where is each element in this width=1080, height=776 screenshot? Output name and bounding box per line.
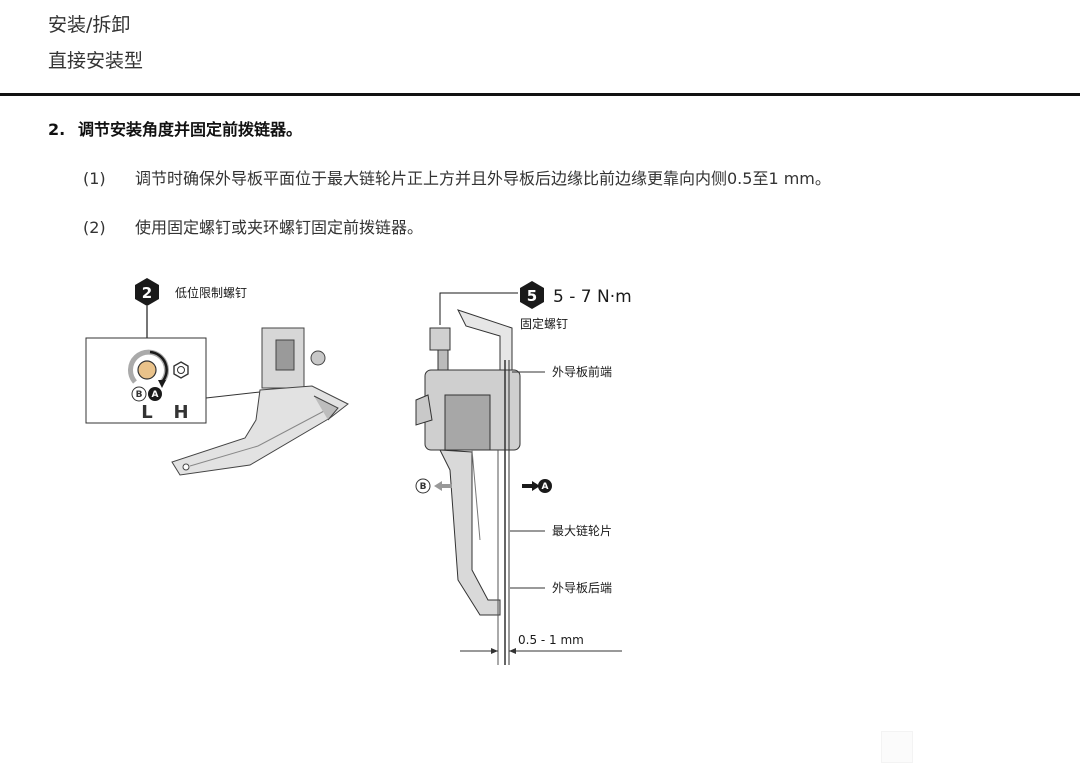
gap-dimension-label: 0.5 - 1 mm bbox=[518, 633, 584, 647]
direction-marker-b: B bbox=[420, 482, 427, 492]
marker-b: B bbox=[136, 390, 143, 400]
low-label: L bbox=[141, 402, 152, 423]
section-title: 安装/拆卸 bbox=[48, 14, 131, 36]
step-number: 2. bbox=[48, 120, 66, 139]
low-limit-screw-label: 低位限制螺钉 bbox=[175, 285, 247, 300]
outer-plate-front-label: 外导板前端 bbox=[552, 364, 612, 379]
substep-2: (2) 使用固定螺钉或夹环螺钉固定前拨链器。 bbox=[83, 214, 423, 238]
low-screw-icon bbox=[137, 360, 157, 380]
substep-number: (1) bbox=[83, 169, 106, 188]
torque-badge-number: 5 bbox=[527, 287, 537, 305]
arrow-right-icon bbox=[522, 481, 540, 491]
front-derailleur-side-view bbox=[415, 309, 521, 665]
arrow-left-icon bbox=[434, 481, 452, 491]
substep-number: (2) bbox=[83, 218, 106, 237]
substep-text: 使用固定螺钉或夹环螺钉固定前拨链器。 bbox=[135, 218, 424, 237]
torque-value: 5 - 7 N·m bbox=[553, 287, 632, 307]
outer-plate-rear-label: 外导板后端 bbox=[552, 581, 612, 595]
direction-marker-a: A bbox=[542, 482, 549, 492]
section-subtitle: 直接安装型 bbox=[48, 50, 144, 72]
fixing-screw-label: 固定螺钉 bbox=[520, 316, 568, 331]
step-badge-number: 2 bbox=[142, 284, 152, 302]
high-label: H bbox=[173, 402, 188, 423]
torque-badge-hexagon bbox=[520, 281, 544, 309]
alignment-figure: 5 5 - 7 N·m 固定螺钉 外导板前端 最大链轮片 外导板后端 B A 0… bbox=[415, 281, 632, 665]
high-screw-icon bbox=[173, 361, 189, 379]
largest-chainring-label: 最大链轮片 bbox=[552, 523, 612, 538]
low-limit-screw-figure: 2 低位限制螺钉 B A L H bbox=[85, 278, 349, 476]
watermark-icon bbox=[881, 731, 913, 763]
substep-text: 调节时确保外导板平面位于最大链轮片正上方并且外导板后边缘比前边缘更靠向内侧0.5… bbox=[135, 169, 831, 188]
step-title: 调节安装角度并固定前拨链器。 bbox=[78, 120, 303, 139]
substep-1: (1) 调节时确保外导板平面位于最大链轮片正上方并且外导板后边缘比前边缘更靠向内侧… bbox=[83, 165, 831, 189]
marker-a: A bbox=[152, 390, 159, 400]
torque-badge-hexagon bbox=[135, 278, 159, 306]
step-heading: 2. 调节安装角度并固定前拨链器。 bbox=[48, 116, 302, 140]
front-derailleur-illustration bbox=[171, 327, 349, 476]
header-divider bbox=[0, 93, 1080, 96]
